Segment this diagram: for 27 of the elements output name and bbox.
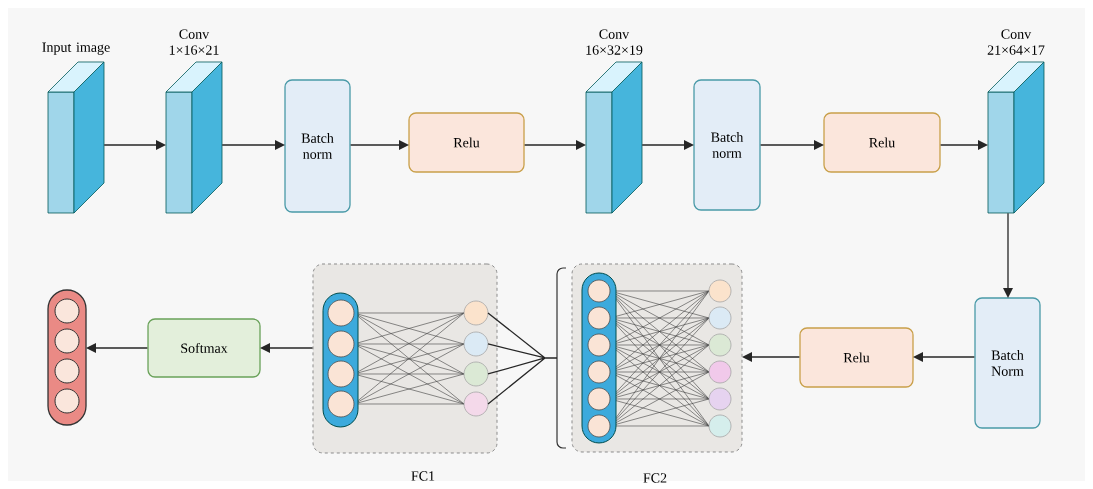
panel-label: FC1	[411, 471, 435, 481]
arrow	[260, 343, 314, 353]
arrow	[913, 352, 975, 362]
batch-norm-box: Batch Norm	[974, 297, 1041, 429]
arrow	[1003, 212, 1013, 298]
arrow	[487, 312, 558, 405]
softmax-box: Softmax	[147, 318, 261, 378]
batch-norm-box: Batch norm	[284, 79, 351, 213]
arrow	[350, 140, 409, 150]
arrow	[524, 140, 586, 150]
relu-box: Relu	[799, 327, 914, 388]
arrow	[86, 343, 148, 353]
relu-box: Relu	[408, 112, 525, 173]
arrow	[940, 140, 988, 150]
panel-label: FC2	[643, 473, 667, 483]
batch-norm-box: Batch norm	[693, 79, 761, 211]
layer-label: Input image	[42, 42, 110, 55]
layer-label: Conv 1×16×21	[169, 29, 219, 55]
layer-label: Conv 21×64×17	[987, 29, 1045, 55]
arrow	[760, 140, 824, 150]
layer-label: Conv 16×32×19	[586, 29, 643, 55]
arrow	[103, 140, 166, 150]
arrow	[221, 140, 285, 150]
arrow	[742, 352, 800, 362]
relu-box: Relu	[823, 112, 941, 173]
output-vector	[47, 289, 87, 426]
arrow	[641, 140, 694, 150]
